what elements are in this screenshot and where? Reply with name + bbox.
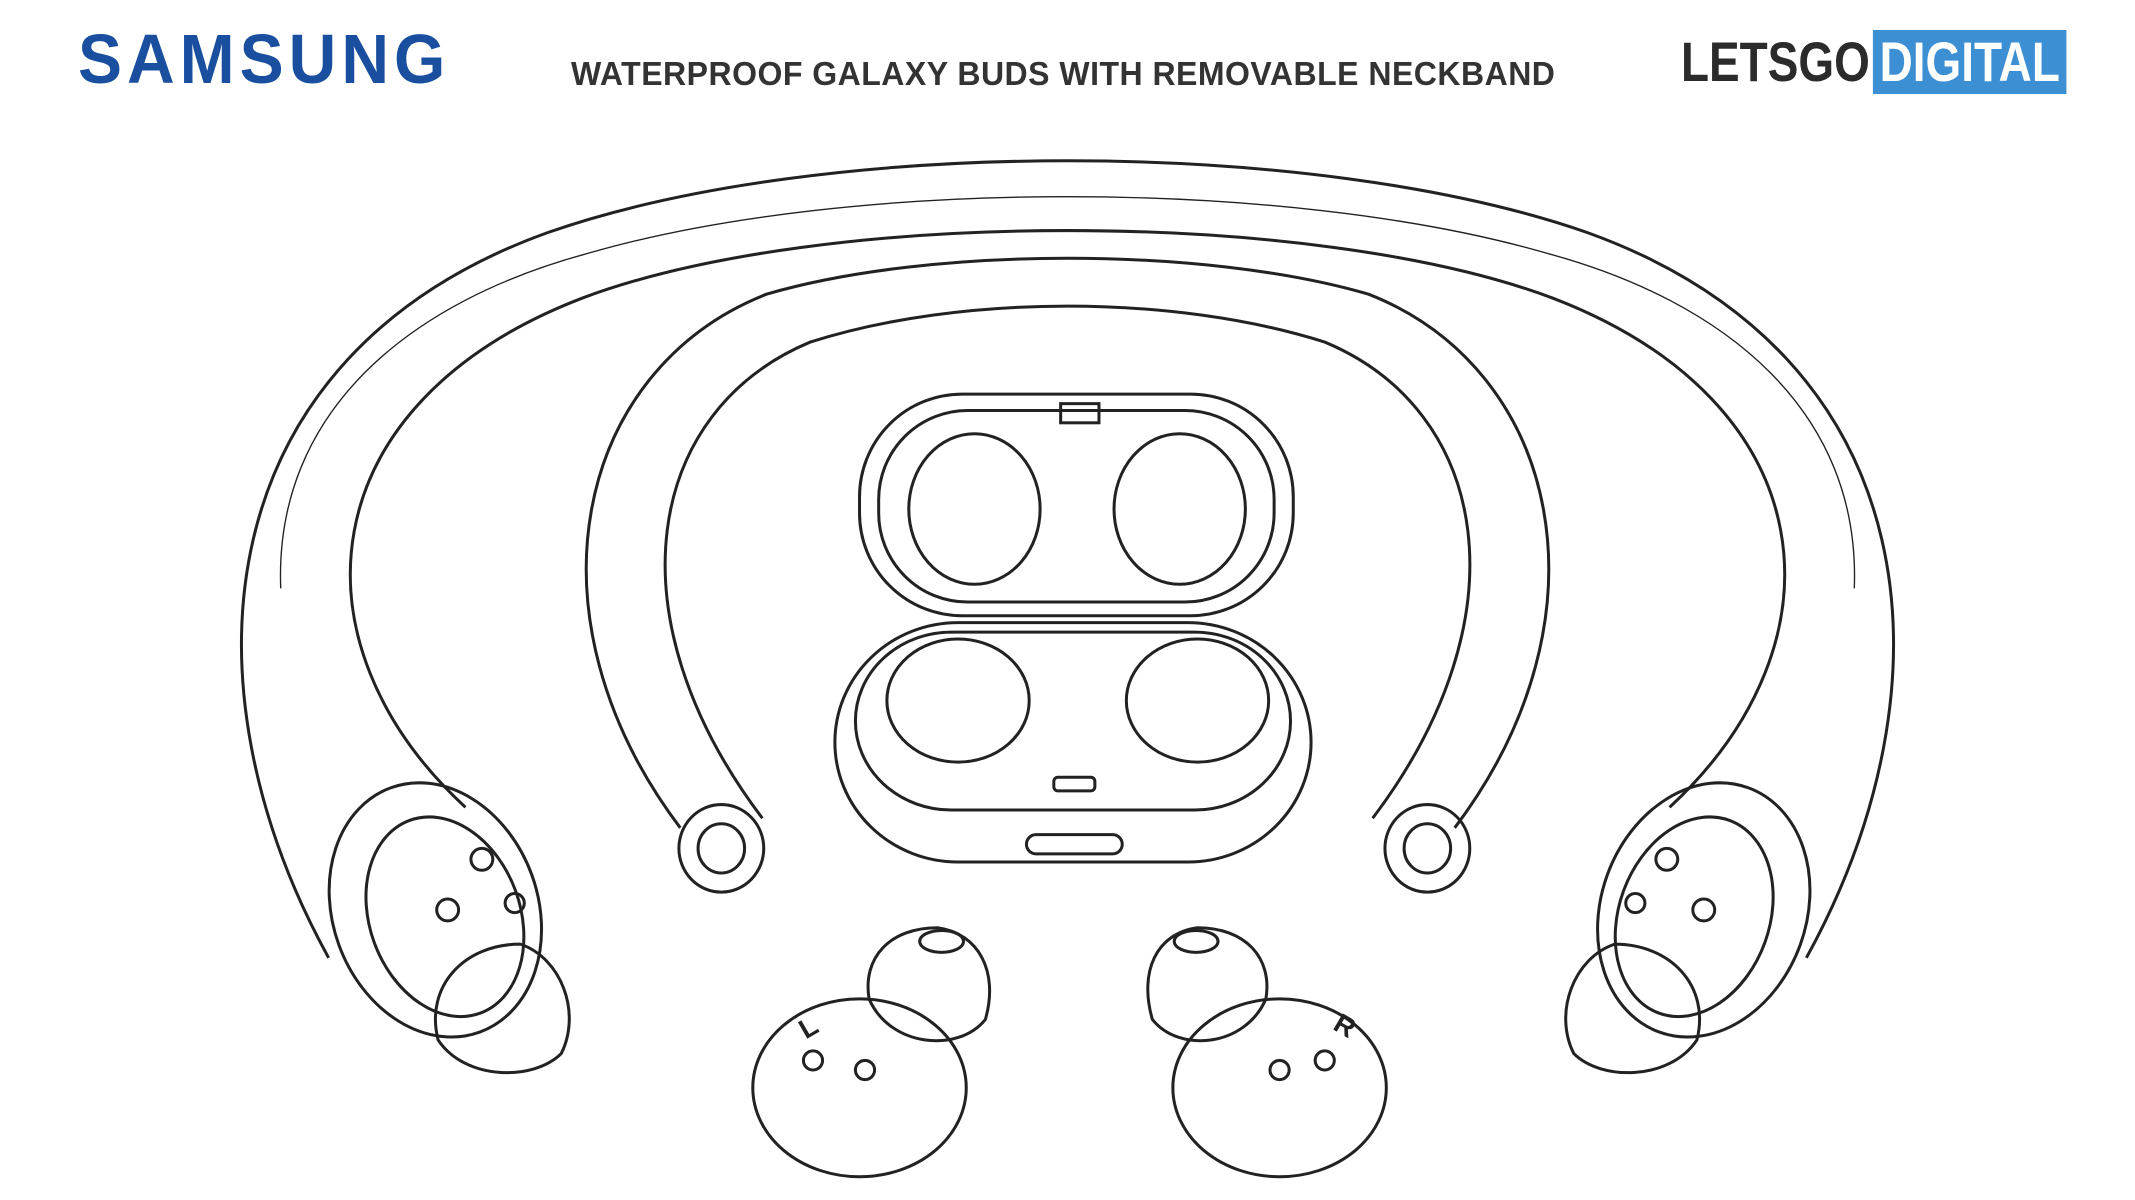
left-earbud-body (753, 999, 966, 1177)
outer-neckband (242, 161, 1894, 958)
right-neckband-housing (1563, 753, 1845, 1067)
lid-cavity-left (909, 434, 1040, 585)
lid-cavity-right (1114, 434, 1245, 585)
left-earbud-nozzle (920, 930, 964, 952)
left-neckband-eartip (435, 944, 569, 1073)
left-earbud-dot (803, 1051, 822, 1070)
outer-neckband-highlight (280, 197, 1854, 589)
outer-neckband-outer-edge (242, 161, 1894, 958)
left-tube-hole (698, 824, 745, 873)
right-neckband-sensor-2 (1626, 894, 1645, 913)
inner-neckband (586, 258, 1548, 892)
left-neckband-mic (471, 848, 493, 870)
right-neckband-sensor (1693, 899, 1715, 921)
inner-neckband-outer-edge (586, 258, 1548, 828)
right-neckband-mic (1656, 848, 1678, 870)
left-earbud-label: L (793, 1009, 823, 1044)
left-neckband-sensor (437, 899, 459, 921)
outer-neckband-inner-edge (350, 231, 1784, 808)
case-hinge (1061, 404, 1099, 423)
usb-port (1026, 835, 1122, 854)
charging-case (835, 394, 1311, 862)
right-neckband-bud (1563, 753, 1845, 1073)
right-earbud: R (1148, 928, 1387, 1177)
left-tube-end (679, 805, 764, 893)
case-bud-right (1126, 639, 1268, 762)
left-neckband-sensor-2 (505, 894, 524, 913)
right-earbud-dot (1315, 1051, 1334, 1070)
inner-neckband-inner-edge (665, 306, 1470, 818)
case-lid (860, 394, 1294, 616)
left-earbud-dot-2 (855, 1060, 874, 1079)
case-base-inner (855, 632, 1290, 810)
right-earbud-nozzle (1174, 930, 1218, 952)
right-tube-end (1385, 805, 1470, 893)
left-earbud-eartip (868, 928, 990, 1041)
right-tube-hole (1404, 824, 1451, 873)
case-led (1054, 777, 1095, 791)
right-neckband-eartip (1566, 944, 1700, 1073)
right-earbud-dot-2 (1270, 1060, 1289, 1079)
case-bud-left (887, 639, 1029, 762)
left-earbud: L (753, 928, 990, 1177)
left-neckband-bud (294, 753, 576, 1073)
